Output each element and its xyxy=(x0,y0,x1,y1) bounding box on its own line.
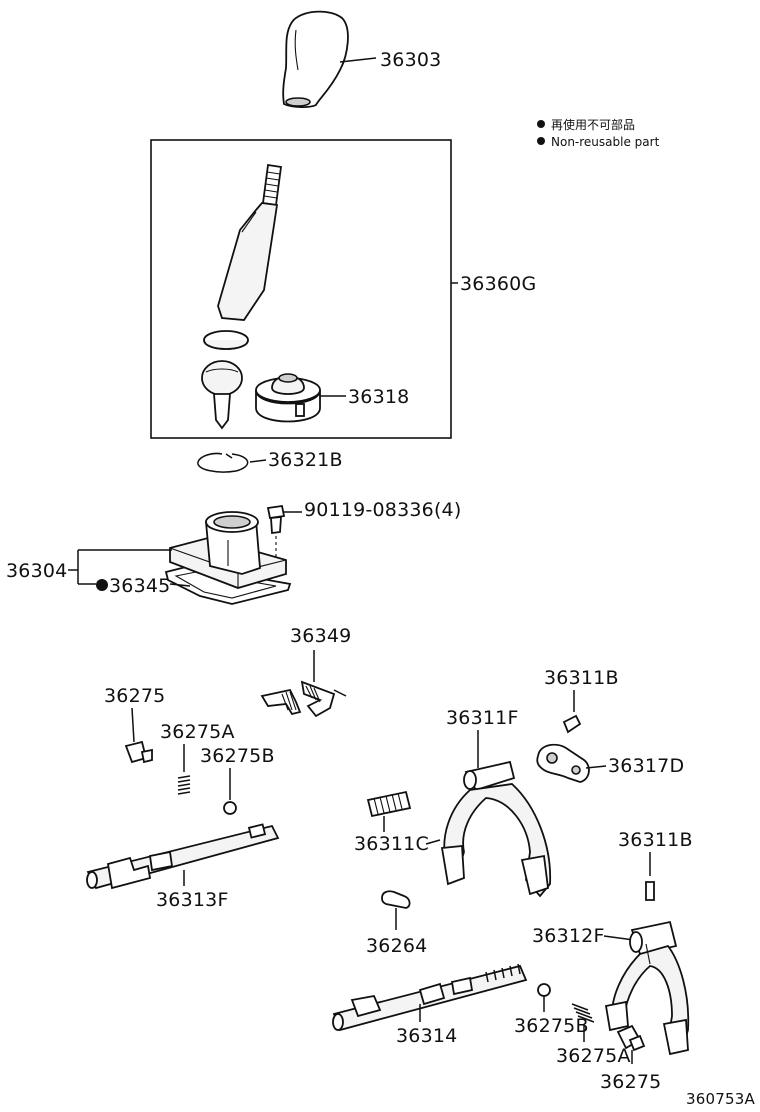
label-36345: 36345 xyxy=(109,575,170,597)
label-90119: 90119-08336(4) xyxy=(304,499,461,521)
label-36311C: 36311C xyxy=(354,833,429,855)
fork-36312F-drawing xyxy=(604,920,690,1056)
label-36304: 36304 xyxy=(6,560,67,582)
shift-rod-36313F-drawing xyxy=(86,823,280,890)
label-36275-top: 36275 xyxy=(104,685,165,707)
head-36317D-drawing xyxy=(536,743,590,783)
label-36313F: 36313F xyxy=(156,889,229,911)
plug-36275-top-drawing xyxy=(124,740,153,764)
label-36311F: 36311F xyxy=(446,707,519,729)
label-36275A-top: 36275A xyxy=(160,721,235,743)
non-reusable-dot-icon xyxy=(96,579,108,591)
leader-36345 xyxy=(169,583,191,587)
label-36349: 36349 xyxy=(290,625,351,647)
label-36311B-top: 36311B xyxy=(544,667,619,689)
ball-36275B-bottom-drawing xyxy=(537,983,551,997)
spring-36349-drawing xyxy=(260,680,347,718)
leader-36317D xyxy=(585,765,607,769)
shift-rod-36314-drawing xyxy=(332,963,528,1032)
pin-36311B-top-drawing xyxy=(562,714,582,734)
label-36303: 36303 xyxy=(380,49,441,71)
label-36275B-top: 36275B xyxy=(200,745,275,767)
leader-36311C-fork xyxy=(425,839,441,845)
figure-id: 360753A xyxy=(686,1090,755,1108)
spring-36275A-top-drawing xyxy=(177,775,191,795)
leader-36275-top xyxy=(131,707,135,743)
label-36275-bottom: 36275 xyxy=(600,1071,661,1093)
legend-japanese: 再使用不可部品 xyxy=(551,117,635,132)
label-36275B-bottom: 36275B xyxy=(514,1015,589,1037)
ball-36275B-top-drawing xyxy=(223,801,237,815)
label-36311B-right: 36311B xyxy=(618,829,693,851)
snap-ring-drawing xyxy=(197,452,249,473)
label-36314: 36314 xyxy=(396,1025,457,1047)
non-reusable-dot-icon xyxy=(537,120,545,128)
pin-36311B-right-drawing xyxy=(645,881,655,901)
plug-36275-bottom-drawing xyxy=(616,1024,646,1052)
fork-36311F-drawing xyxy=(440,760,552,898)
legend-english: Non-reusable part xyxy=(551,135,660,149)
label-36321B: 36321B xyxy=(268,449,343,471)
non-reusable-dot-icon xyxy=(537,137,545,145)
label-36318: 36318 xyxy=(348,386,409,408)
label-36360G: 36360G xyxy=(460,273,536,295)
assembly-box-36360G xyxy=(150,139,452,439)
retainer-housing-drawing xyxy=(164,511,292,605)
label-36264: 36264 xyxy=(366,935,427,957)
shift-lever-drawing xyxy=(201,163,283,430)
spring-36275A-bottom-drawing xyxy=(571,1003,595,1023)
seat-36318-drawing xyxy=(255,373,321,423)
leader-36303 xyxy=(339,57,377,63)
leader-36321B xyxy=(249,459,267,463)
label-36317D: 36317D xyxy=(608,755,684,777)
label-36275A-bottom: 36275A xyxy=(556,1045,631,1067)
legend: 再使用不可部品 Non-reusable part xyxy=(537,117,660,149)
shift-knob-drawing xyxy=(282,10,349,109)
label-36312F: 36312F xyxy=(532,925,605,947)
spring-36311C-drawing xyxy=(366,790,412,818)
leader-36312F xyxy=(603,935,635,941)
bolt-90119-drawing xyxy=(266,504,286,558)
key-36264-drawing xyxy=(381,890,411,909)
